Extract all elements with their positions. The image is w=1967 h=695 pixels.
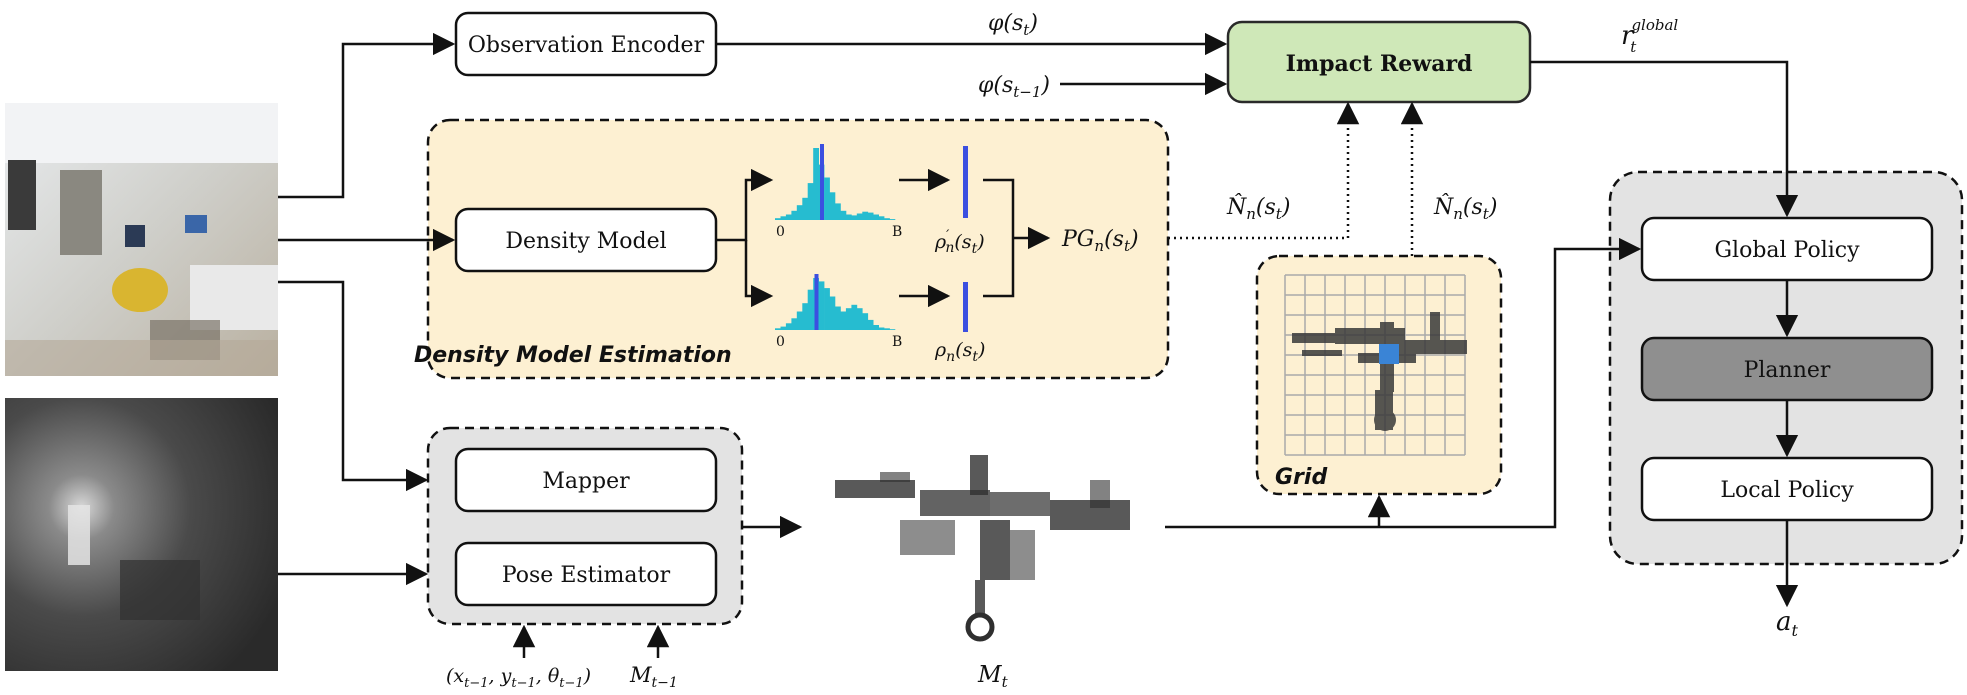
histogram-bin [796, 311, 803, 330]
density-model-label: Density Model [505, 229, 666, 254]
mapper-box: Mapper [454, 447, 718, 513]
histogram-bin [867, 319, 874, 330]
density-histogram-top [775, 144, 896, 220]
observation-encoder-box: Observation Encoder [454, 11, 718, 77]
histogram-bin [829, 192, 836, 220]
histogram-bin [775, 328, 781, 330]
histogram-bin [775, 218, 781, 220]
action-label: at [1776, 607, 1799, 640]
current-map-label: Mt [977, 662, 1009, 691]
dotted-connections [1168, 101, 1424, 256]
histogram-bin [802, 303, 809, 330]
depth-observation-image [5, 398, 278, 671]
histogram-bin [873, 214, 879, 220]
mapper-label: Mapper [542, 469, 630, 494]
histogram-bin [824, 288, 830, 330]
histogram-bin [807, 289, 814, 330]
histogram-bin [780, 216, 787, 220]
histogram-marker [820, 144, 824, 220]
grid-highlight-cell [1379, 344, 1399, 364]
histogram-bin [845, 308, 852, 330]
histogram-bin [780, 326, 787, 330]
hist-bottom-axis-end: B [892, 334, 902, 350]
histogram-bin [796, 205, 803, 220]
histogram-bin [856, 213, 863, 220]
rho-bar [963, 282, 968, 332]
observation-encoder-label: Observation Encoder [468, 33, 705, 58]
nhat-right-label: N̂n(st) [1433, 194, 1497, 223]
histogram-bin [840, 311, 847, 330]
histogram-bin [818, 281, 825, 330]
hist-top-axis-end: B [892, 224, 902, 240]
hist-bottom-axis-start: 0 [776, 334, 785, 350]
histogram-bin [851, 304, 858, 330]
histogram-bin [791, 210, 798, 220]
phi-st-minus-1-label: φ(st−1) [978, 73, 1050, 101]
hist-top-axis-start: 0 [776, 224, 785, 240]
histogram-bin [785, 323, 792, 330]
count-grid [1284, 274, 1466, 456]
rho-prime-bar [963, 146, 968, 218]
histogram-bin [835, 306, 841, 330]
impact-reward-label: Impact Reward [1286, 51, 1473, 77]
histogram-bin [829, 296, 836, 330]
phi-st-label: φ(st) [988, 11, 1038, 39]
histogram-bin [845, 214, 852, 220]
map-mt-image [835, 455, 1130, 642]
histogram-bin [878, 327, 885, 330]
histogram-bin [851, 215, 858, 220]
planner-box: Planner [1640, 336, 1934, 402]
histogram-bin [785, 214, 792, 220]
connections [278, 32, 1799, 658]
pose-estimator-label: Pose Estimator [502, 563, 671, 588]
histogram-bin [813, 148, 819, 220]
histogram-bin [791, 318, 798, 330]
global-policy-label: Global Policy [1714, 238, 1860, 263]
global-policy-box: Global Policy [1640, 216, 1934, 282]
pose-estimator-box: Pose Estimator [454, 541, 718, 607]
histogram-bin [856, 308, 863, 330]
previous-pose-label: (xt−1, yt−1, θt−1) [446, 665, 591, 691]
local-policy-box: Local Policy [1640, 456, 1934, 522]
histogram-bin [889, 329, 896, 330]
nhat-left-label: N̂n(st) [1226, 194, 1290, 223]
histogram-marker [814, 274, 819, 330]
histogram-bin [889, 219, 896, 220]
histogram-bin [802, 197, 809, 220]
local-policy-label: Local Policy [1720, 478, 1854, 503]
rho-label: ρn(st) [934, 339, 985, 365]
density-histogram-bottom [775, 274, 896, 330]
histogram-bin [824, 177, 830, 220]
density-estimation-region [426, 118, 1170, 380]
histogram-bin [884, 218, 890, 220]
histogram-bin [862, 211, 869, 220]
histogram-bin [878, 216, 885, 220]
rho-prime-label: ρ′n(st) [934, 228, 985, 257]
density-model-box: Density Model [454, 207, 718, 273]
histogram-bin [873, 325, 879, 330]
histogram-bin [884, 328, 890, 330]
previous-map-label: Mt−1 [629, 663, 678, 691]
planner-label: Planner [1744, 358, 1831, 383]
histogram-bin [835, 203, 841, 220]
pg-label: PGn(st) [1061, 227, 1139, 255]
grid-title: Grid [1275, 465, 1327, 490]
histogram-bin [807, 183, 814, 220]
histogram-bin [867, 212, 874, 220]
histogram-bin [862, 313, 869, 330]
rgb-observation-image [5, 103, 278, 376]
histogram-bin [840, 210, 847, 220]
density-estimation-title: Density Model Estimation [414, 343, 732, 368]
impact-reward-box: Impact Reward [1226, 20, 1532, 104]
